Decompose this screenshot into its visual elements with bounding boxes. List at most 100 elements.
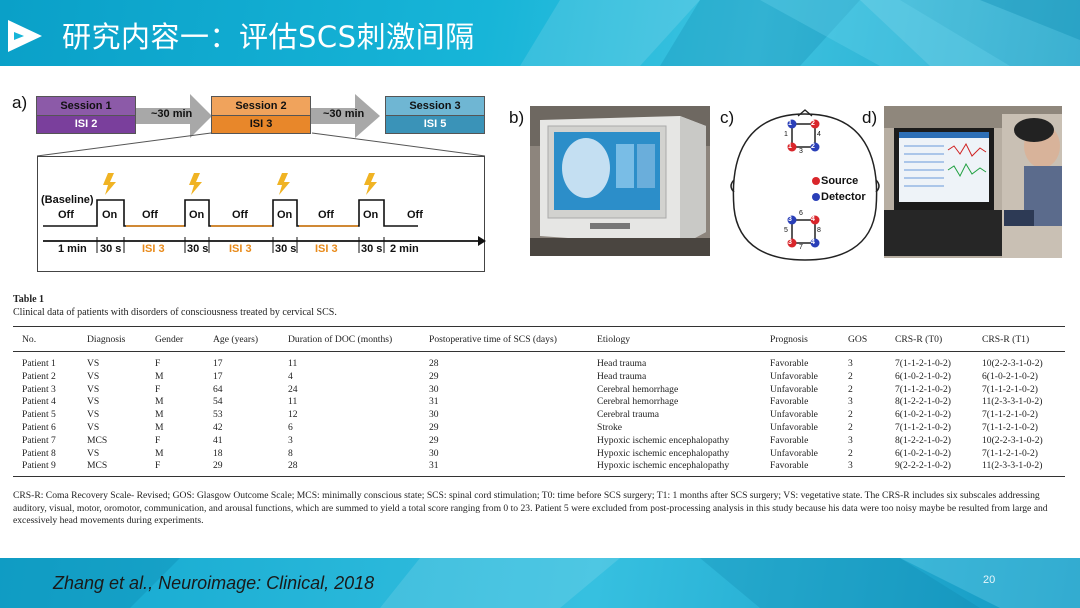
table-cell: Head trauma [597,358,647,369]
table-cell: Favorable [770,396,809,408]
table-cell: 8(1-2-2-1-0-2) [895,396,951,408]
table-cell: 29 [429,434,439,446]
isi-label: ISI 3 [229,243,252,255]
table-caption: Clinical data of patients with disorders… [13,307,337,318]
table-header-cell: Postoperative time of SCS (days) [429,334,557,345]
probe-node-label: 2 [811,120,815,127]
duration-label: 1 min [58,243,87,255]
lightning-icon [103,173,377,195]
session-1-box: Session 1 ISI 2 [36,96,136,134]
table-header-cell: CRS-R (T1) [982,334,1030,345]
gap-label-2: ~30 min [323,108,365,120]
table-cell: F [155,383,161,395]
channel-label: 6 [799,210,803,217]
legend-detector: Detector [821,191,866,203]
panel-d-label: d) [862,108,878,127]
isi-label: ISI 3 [142,243,165,255]
session-3-box: Session 3 ISI 5 [385,96,485,134]
table-cell: VS [87,409,100,421]
table-cell: 7(1-1-2-1-0-2) [895,358,951,369]
table-cell: Stroke [597,422,623,433]
session-2-box: Session 2 ISI 3 [211,96,311,134]
table-cell: 18 [213,447,223,459]
table-cell: 3 [848,358,853,369]
table-cell: Patient 4 [22,396,56,408]
table-cell: M [155,422,164,433]
probe-node-label: 4 [811,216,815,223]
table-cell: Patient 8 [22,447,56,459]
gap-label-1: ~30 min [151,108,193,120]
off-label: Off [58,209,74,221]
table-footnote: CRS-R: Coma Recovery Scale- Revised; GOS… [13,490,1048,526]
zoom-lines [36,132,486,157]
table-cell: 6(1-0-2-1-0-2) [895,447,951,459]
panel-c-label: c) [720,108,735,127]
table-cell: 6(1-0-2-1-0-2) [982,370,1038,382]
table-cell: 30 [429,383,439,395]
table-cell: 42 [213,422,223,433]
slide-title: 研究内容一：评估SCS刺激间隔 [62,20,475,54]
probe-node-label: 2 [811,143,815,150]
isi-label: ISI 3 [315,243,338,255]
footer-decoration [0,558,1080,608]
table-cell: 8(1-2-2-1-0-2) [895,434,951,446]
channel-label: 5 [784,227,788,234]
table-cell: VS [87,383,100,395]
duration-label: 30 s [187,243,209,255]
table-cell: Patient 5 [22,409,56,421]
table-cell: 31 [429,460,439,472]
table-cell: MCS [87,460,108,472]
table-cell: Hypoxic ischemic encephalopathy [597,460,730,472]
table-cell: Patient 6 [22,422,56,433]
legend-source: Source [821,175,859,187]
table-title: Table 1 [13,294,45,305]
table-cell: 29 [429,370,439,382]
table-cell: 11(2-3-3-1-0-2) [982,396,1043,408]
table-cell: M [155,370,164,382]
probe-node-label: 1 [788,120,792,127]
table-cell: 10(2-2-3-1-0-2) [982,434,1043,446]
channel-label: 4 [817,131,821,138]
panel-a-label: a) [12,93,28,112]
timeline-waveform [43,173,486,253]
table-cell: VS [87,447,100,459]
session-3-name: Session 3 [386,97,484,116]
table-cell: Unfavorable [770,447,818,459]
table-cell: 31 [429,396,439,408]
session-3-isi: ISI 5 [386,116,484,133]
table-cell: Unfavorable [770,409,818,421]
table-cell: Patient 7 [22,434,56,446]
table-cell: M [155,447,164,459]
table-cell: VS [87,396,100,408]
table-cell: 64 [213,383,223,395]
table-cell: Favorable [770,358,809,369]
channel-label: 8 [817,227,821,234]
table-cell: 54 [213,396,223,408]
patient-recording-photo [884,106,1062,258]
table-cell: F [155,358,161,369]
table-cell: M [155,409,164,421]
probe-node-label: 4 [811,239,815,246]
table-cell: Patient 2 [22,370,56,382]
table-top-rule [13,326,1065,327]
table-cell: 30 [429,409,439,421]
table-cell: Patient 3 [22,383,56,395]
table-header-cell: Etiology [597,334,631,345]
slide-header-band: 研究内容一：评估SCS刺激间隔 [0,0,1080,66]
table-cell: Favorable [770,460,809,472]
header-decoration [520,0,1080,66]
table-cell: 17 [213,370,223,382]
table-cell: 6(1-0-2-1-0-2) [895,409,951,421]
on-label: On [102,209,118,221]
table-cell: 3 [848,460,853,472]
panel-b-label: b) [509,108,525,127]
table-cell: MCS [87,434,108,446]
on-label: On [189,209,205,221]
table-cell: Patient 1 [22,358,56,369]
table-cell: 2 [848,447,853,459]
off-label: Off [232,209,248,221]
table-cell: VS [87,370,100,382]
table-cell: Head trauma [597,370,647,382]
session-gap-arrows [136,94,380,138]
table-cell: 29 [213,460,223,472]
